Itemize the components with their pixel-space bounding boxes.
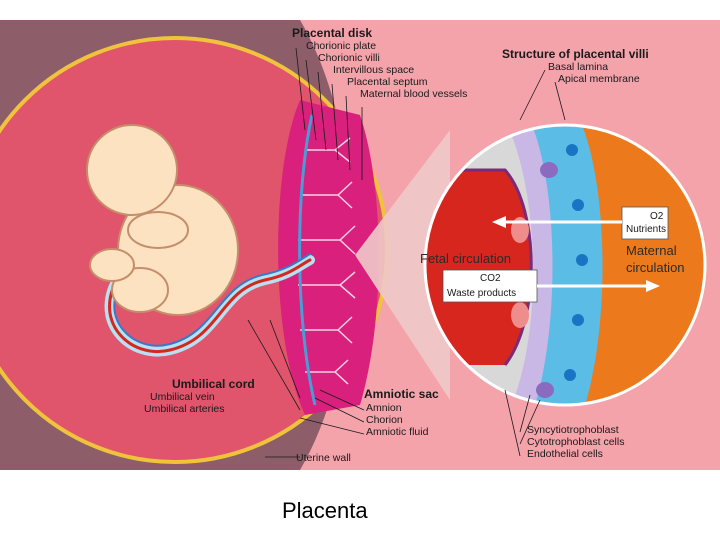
endothelial-cells-label: Endothelial cells	[527, 448, 603, 460]
cytotrophoblast-cells-label: Cytotrophoblast cells	[527, 436, 624, 448]
umbilical-cord-heading: Umbilical cord	[172, 377, 255, 391]
umbilical-vein-label: Umbilical vein	[150, 391, 215, 403]
waste-products-label: Waste products	[447, 288, 516, 299]
intervillous-space-label: Intervillous space	[333, 64, 414, 76]
leader-lines	[247, 47, 566, 458]
placenta-diagram: Placental disk Chorionic plate Chorionic…	[0, 20, 720, 470]
chorionic-plate-line	[298, 114, 317, 406]
amnion-label: Amnion	[366, 402, 402, 414]
maternal-blood-vessels-label: Maternal blood vessels	[360, 88, 467, 100]
fetal-circulation-label: Fetal circulation	[420, 251, 511, 266]
uterine-wall-label: Uterine wall	[296, 452, 351, 464]
maternal-circulation-label-line1: Maternal	[626, 243, 677, 258]
umbilical-cord	[104, 253, 315, 357]
fetus	[86, 124, 239, 316]
umbilical-arteries-label: Umbilical arteries	[144, 403, 225, 415]
chorionic-villi-label: Chorionic villi	[318, 52, 380, 64]
syncytiotrophoblast-label: Syncytiotrophoblast	[527, 424, 619, 436]
zoom-cone	[355, 130, 450, 400]
co2-label: CO2	[480, 273, 501, 284]
chorion-label: Chorion	[366, 414, 403, 426]
figure-caption: Placenta	[282, 498, 368, 523]
amniotic-fluid-label: Amniotic fluid	[366, 426, 429, 438]
villi-structure-heading: Structure of placental villi	[502, 47, 649, 61]
maternal-circulation-label-line2: circulation	[626, 260, 685, 275]
amniotic-sac-heading: Amniotic sac	[364, 387, 439, 401]
basal-lamina-label: Basal lamina	[548, 61, 608, 73]
nutrients-label: Nutrients	[626, 224, 666, 235]
placental-disk-heading: Placental disk	[292, 26, 372, 40]
chorionic-plate-label: Chorionic plate	[306, 40, 376, 52]
apical-membrane-label: Apical membrane	[558, 73, 640, 85]
placental-septum-label: Placental septum	[347, 76, 428, 88]
exchange-arrows	[442, 206, 669, 303]
o2-label: O2	[650, 211, 664, 222]
